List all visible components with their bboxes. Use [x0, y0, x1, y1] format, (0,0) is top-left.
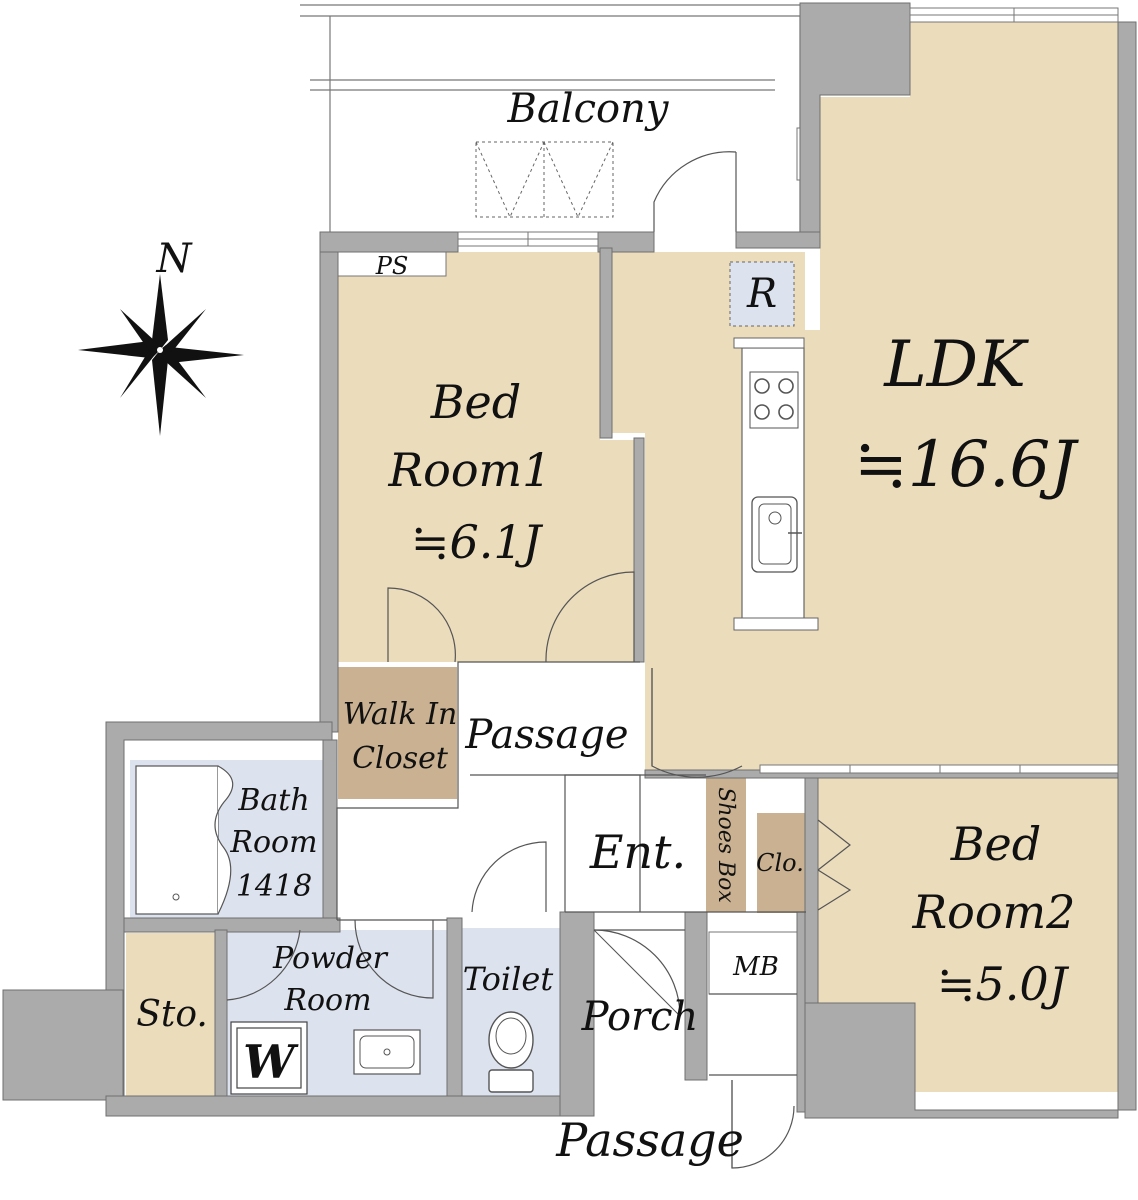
- porch-label: Porch: [581, 994, 699, 1040]
- washbasin-icon: [353, 1029, 421, 1075]
- outer-passage-label: Passage: [555, 1113, 744, 1167]
- ps-label: PS: [375, 252, 409, 280]
- bathroom-label-line1: Bath: [237, 783, 309, 818]
- stove-icon: [749, 371, 799, 429]
- bedroom2-label-line2: Room2: [912, 885, 1076, 939]
- inner-passage-label: Passage: [464, 712, 628, 758]
- bedroom1-size-label: ≒6.1J: [411, 515, 544, 569]
- closet-label: Clo.: [756, 849, 804, 877]
- doors: [226, 571, 852, 1169]
- storage-label: Sto.: [136, 994, 208, 1035]
- washer-label: W: [243, 1035, 299, 1089]
- windows: [457, 7, 1119, 774]
- room-labels: N Balcony PS R LDK ≒16.6J Bed Room1 ≒6.1…: [136, 86, 1079, 1167]
- bathroom-label-line3: 1418: [236, 869, 312, 904]
- washer-icon: [230, 1021, 308, 1095]
- kitchen-sink-icon: [751, 496, 802, 573]
- shoes-box-label: Shoes Box: [713, 787, 738, 903]
- toilet-label: Toilet: [463, 960, 554, 998]
- walk-in-closet-label-line1: Walk In: [343, 697, 458, 732]
- bedroom2-size-label: ≒5.0J: [937, 957, 1070, 1011]
- compass-north-label: N: [156, 236, 194, 282]
- meter-box-label: MB: [732, 952, 779, 982]
- bedroom1-label-line2: Room1: [388, 443, 552, 497]
- bedroom1-label-line1: Bed: [430, 375, 521, 429]
- refrigerator-label: R: [746, 271, 777, 317]
- powder-room-label-line1: Powder: [272, 941, 389, 976]
- entrance-label: Ent.: [589, 825, 686, 879]
- walls: [2, 2, 1137, 1119]
- bathtub-icon: [135, 765, 234, 915]
- bedroom2-label-line1: Bed: [950, 817, 1041, 871]
- ldk-size-label: ≒16.6J: [854, 428, 1079, 502]
- toilet-icon: [488, 1011, 534, 1093]
- walk-in-closet-label-line2: Closet: [352, 741, 449, 776]
- compass-rose-icon: [78, 274, 244, 436]
- ldk-name-label: LDK: [883, 328, 1029, 402]
- balcony-label: Balcony: [507, 86, 670, 132]
- air-conditioner-unit: [475, 141, 614, 219]
- powder-room-label-line2: Room: [283, 983, 371, 1018]
- partition-lines: [336, 661, 806, 1076]
- kitchen-counter: [733, 337, 819, 631]
- bathroom-label-line2: Room: [229, 825, 317, 860]
